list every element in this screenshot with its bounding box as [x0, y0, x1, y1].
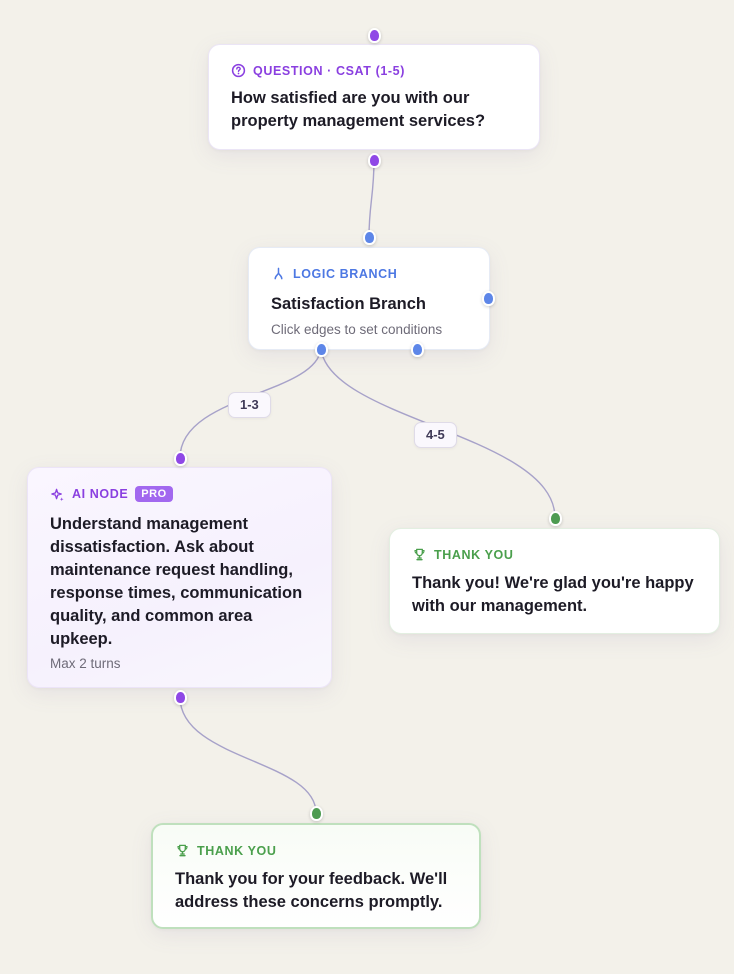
thank-you-node-happy-header: THANK YOU — [412, 547, 697, 562]
question-node-type: QUESTION · CSAT (1-5) — [253, 63, 405, 78]
thank-you-node-feedback[interactable]: THANK YOU Thank you for your feedback. W… — [151, 823, 481, 929]
edge-ai-to-thanks-feedback[interactable] — [179, 696, 317, 814]
question-node[interactable]: QUESTION · CSAT (1-5) How satisfied are … — [208, 44, 540, 150]
thank-you-node-happy[interactable]: THANK YOU Thank you! We're glad you're h… — [389, 528, 720, 634]
thank-you-node-feedback-text: Thank you for your feedback. We'll addre… — [175, 870, 448, 911]
pro-badge: PRO — [135, 486, 173, 502]
question-node-header: QUESTION · CSAT (1-5) — [231, 63, 517, 78]
thank-you-node-feedback-type: THANK YOU — [197, 843, 277, 858]
thank-you-node-happy-text: Thank you! We're glad you're happy with … — [412, 574, 694, 615]
question-node-text: How satisfied are you with our property … — [231, 89, 486, 130]
thank-you-node-happy-type: THANK YOU — [434, 547, 514, 562]
question-output-handle[interactable] — [367, 152, 381, 168]
ai-node-header: AI NODE PRO — [50, 486, 309, 502]
branch-input-handle[interactable] — [362, 229, 376, 245]
thank-you-happy-input-handle[interactable] — [548, 510, 562, 526]
branch-node-title: Satisfaction Branch — [271, 295, 426, 313]
branch-node-type: LOGIC BRANCH — [293, 266, 398, 281]
branch-output-handle-b[interactable] — [410, 341, 424, 357]
edge-question-to-branch[interactable] — [368, 159, 375, 238]
question-input-handle[interactable] — [367, 27, 381, 43]
ai-node[interactable]: AI NODE PRO Understand management dissat… — [27, 467, 332, 688]
help-circle-icon — [231, 63, 246, 78]
branch-node-hint: Click edges to set conditions — [271, 322, 443, 337]
thank-you-feedback-input-handle[interactable] — [309, 805, 323, 821]
ai-node-turns: Max 2 turns — [50, 656, 121, 671]
branch-node[interactable]: LOGIC BRANCH Satisfaction Branch Click e… — [248, 247, 490, 350]
thank-you-node-feedback-header: THANK YOU — [175, 843, 457, 858]
trophy-icon — [177, 844, 188, 857]
branch-node-header: LOGIC BRANCH — [271, 266, 467, 281]
edge-label-4-5[interactable]: 4-5 — [414, 422, 457, 448]
trophy-icon — [414, 548, 425, 561]
branch-fork-icon — [274, 267, 283, 280]
sparkles-icon — [51, 488, 64, 501]
ai-output-handle[interactable] — [173, 689, 187, 705]
ai-node-type: AI NODE — [72, 487, 129, 501]
edge-label-1-3[interactable]: 1-3 — [228, 392, 271, 418]
ai-input-handle[interactable] — [173, 450, 187, 466]
branch-output-handle-a[interactable] — [314, 341, 328, 357]
ai-node-instructions: Understand management dissatisfaction. A… — [50, 515, 303, 648]
branch-right-handle[interactable] — [481, 290, 495, 306]
